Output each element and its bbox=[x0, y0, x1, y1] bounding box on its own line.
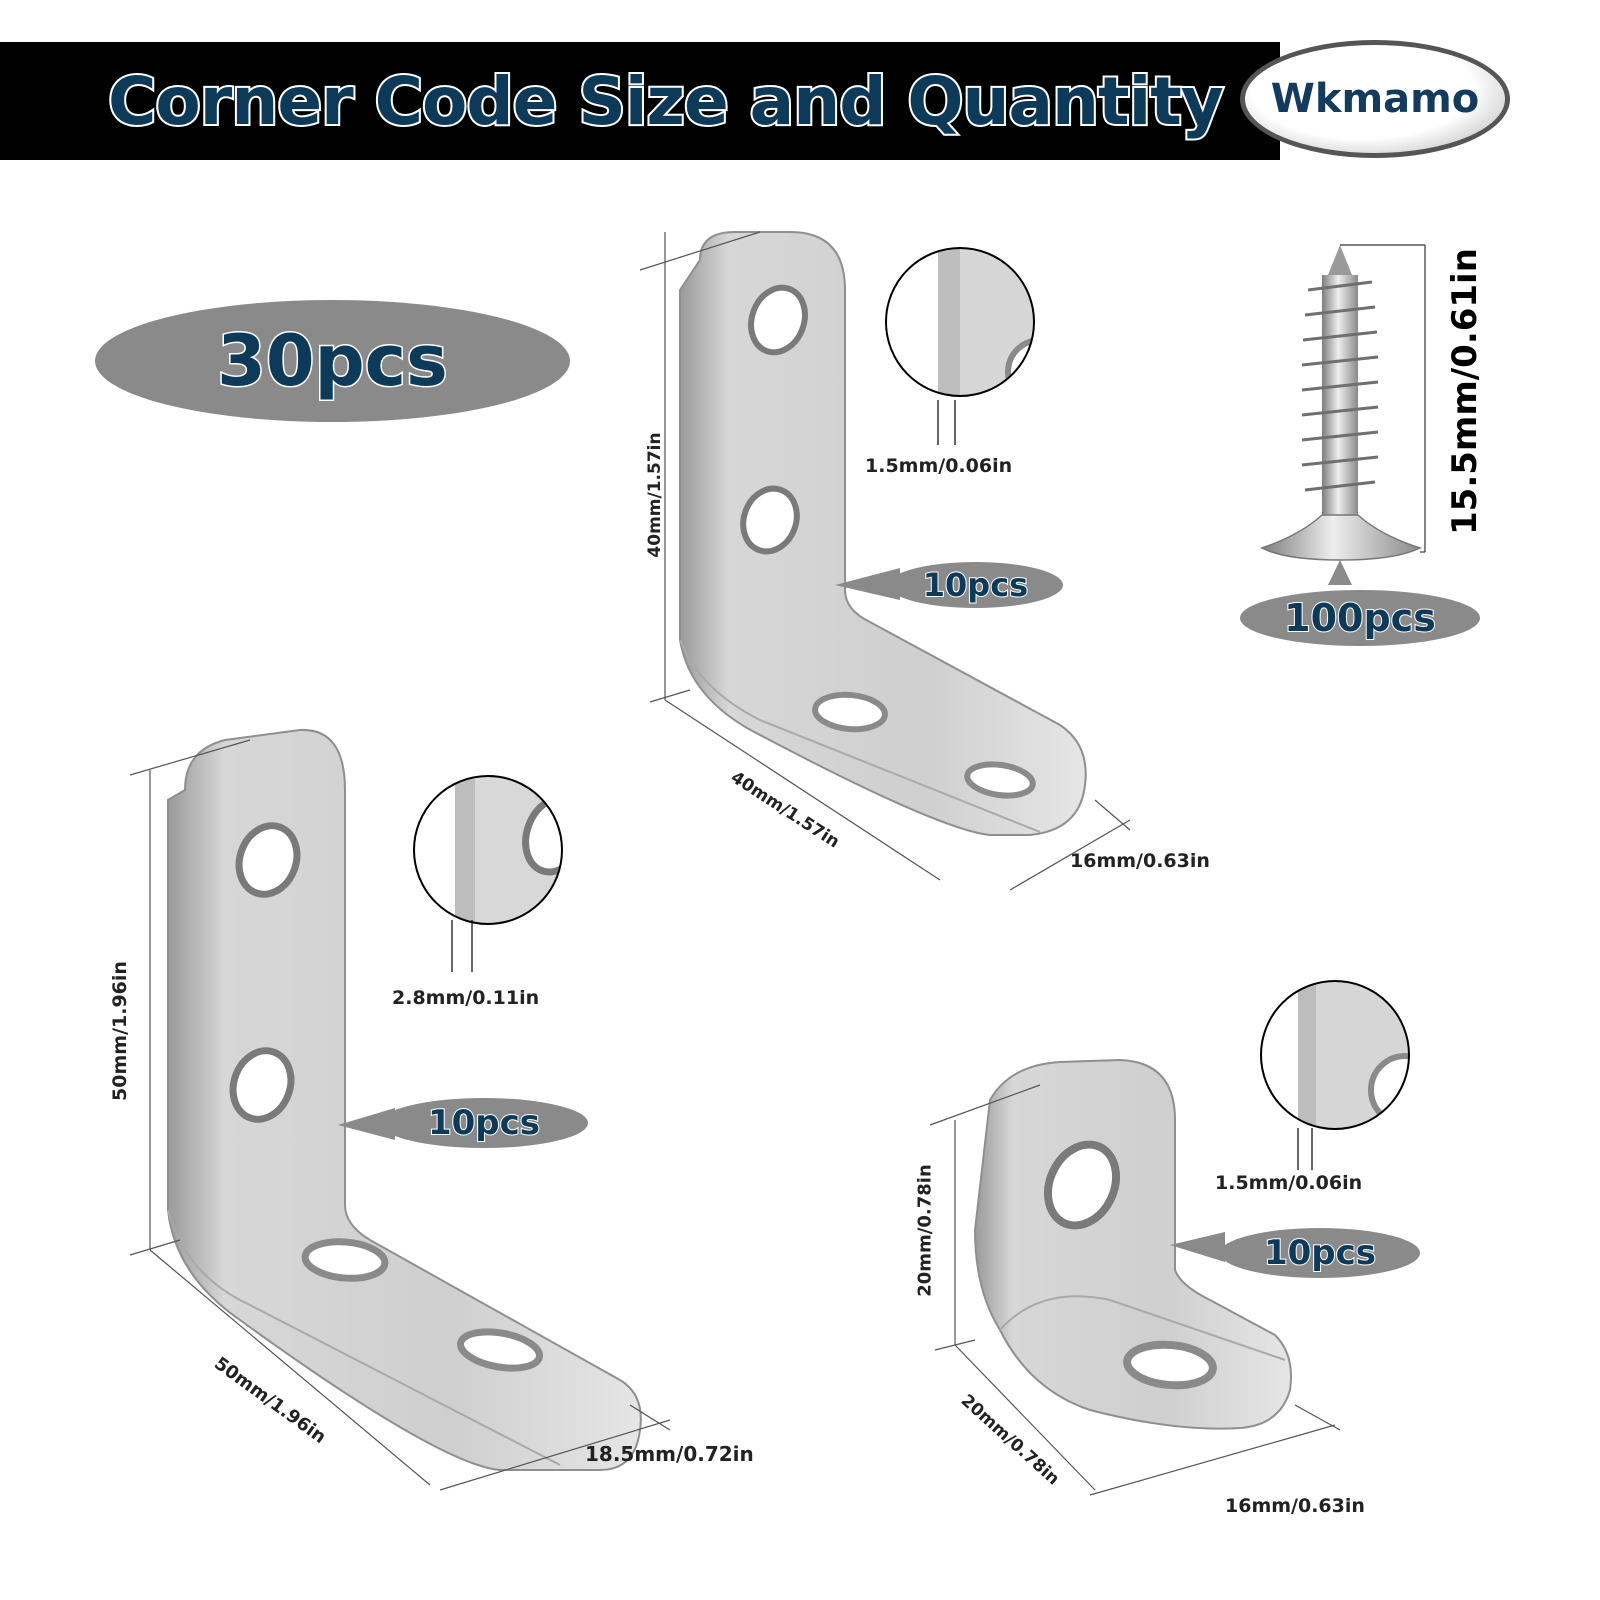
bracket-small bbox=[973, 1058, 1292, 1430]
thickness-magnifier-large bbox=[413, 775, 563, 972]
bracket-small-dimension-lines bbox=[929, 1084, 1341, 1496]
bracket-small-quantity-badge: 10pcs bbox=[1220, 1228, 1420, 1278]
bracket-medium-dimension-lines bbox=[639, 231, 1131, 891]
bracket-large-thickness-label: 2.8mm/0.11in bbox=[392, 987, 540, 1009]
screw bbox=[1260, 245, 1423, 561]
thickness-magnifier-small bbox=[1260, 980, 1410, 1170]
total-quantity-label: 30pcs bbox=[216, 319, 450, 404]
bracket-large-quantity-badge: 10pcs bbox=[380, 1098, 588, 1148]
screw-dimension-lines bbox=[1340, 244, 1426, 553]
screw-quantity-label: 100pcs bbox=[1283, 595, 1437, 641]
bracket-small-quantity-label: 10pcs bbox=[1263, 1232, 1377, 1274]
bracket-small-height-label: 20mm/0.78in bbox=[914, 1164, 936, 1297]
bracket-medium bbox=[679, 231, 1087, 836]
bracket-medium-quantity-label: 10pcs bbox=[922, 565, 1029, 605]
thickness-magnifier-medium bbox=[885, 247, 1035, 445]
brand-name: Wkmamo bbox=[1270, 76, 1480, 122]
brand-logo: Wkmamo bbox=[1240, 40, 1510, 158]
bracket-small-width-label: 16mm/0.63in bbox=[1225, 1495, 1365, 1517]
header-banner bbox=[0, 42, 1280, 160]
screw-length-label: 15.5mm/0.61in bbox=[1445, 248, 1485, 535]
bracket-large-dimension-lines bbox=[129, 739, 671, 1491]
bracket-medium-quantity-badge: 10pcs bbox=[888, 562, 1063, 608]
bracket-medium-width-label: 16mm/0.63in bbox=[1070, 850, 1210, 872]
bracket-large-width-label: 18.5mm/0.72in bbox=[585, 1442, 754, 1466]
bracket-medium-thickness-label: 1.5mm/0.06in bbox=[865, 455, 1013, 477]
bracket-small-thickness-label: 1.5mm/0.06in bbox=[1215, 1172, 1363, 1194]
total-quantity-badge: 30pcs bbox=[95, 300, 570, 422]
bracket-large-height-label: 50mm/1.96in bbox=[109, 961, 131, 1101]
bracket-large-quantity-label: 10pcs bbox=[427, 1102, 541, 1144]
bracket-large bbox=[167, 728, 642, 1471]
bracket-medium-height-label: 40mm/1.57in bbox=[645, 432, 665, 558]
page-title: Corner Code Size and Quantity bbox=[106, 61, 1226, 142]
screw-quantity-badge: 100pcs bbox=[1240, 590, 1480, 646]
